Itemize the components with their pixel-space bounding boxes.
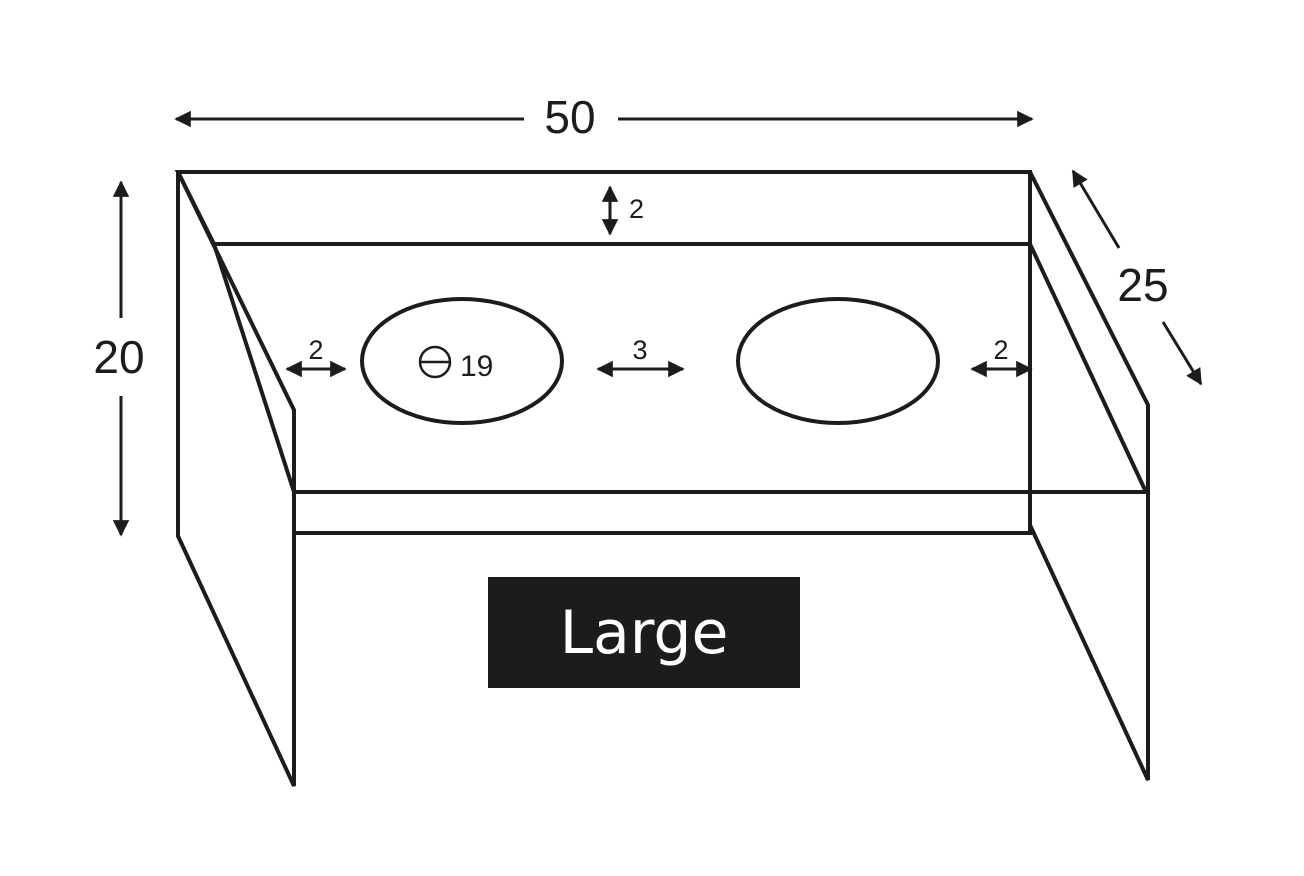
bowl-hole-right xyxy=(736,297,940,425)
size-tag-label: Large xyxy=(560,598,729,668)
back-panel xyxy=(174,170,1032,246)
rim-label: 2 xyxy=(629,194,644,224)
stand-outline xyxy=(174,170,1150,787)
depth-label: 25 xyxy=(1117,259,1168,311)
left-side-panel xyxy=(176,171,296,787)
width-label: 50 xyxy=(544,91,595,143)
bowl-hole-left xyxy=(360,297,564,425)
diameter-icon xyxy=(418,345,452,379)
height-label: 20 xyxy=(93,331,144,383)
right-margin-label: 2 xyxy=(993,335,1008,365)
bowl-diameter-label: 19 xyxy=(460,350,493,383)
front-rail xyxy=(292,490,1146,535)
size-tag xyxy=(488,577,800,688)
right-side-panel xyxy=(1028,171,1150,781)
depth-arrow-bottom xyxy=(1161,321,1203,386)
left-margin-label: 2 xyxy=(308,335,323,365)
bowl-gap-label: 3 xyxy=(632,335,647,365)
depth-arrow-top xyxy=(1071,169,1121,249)
